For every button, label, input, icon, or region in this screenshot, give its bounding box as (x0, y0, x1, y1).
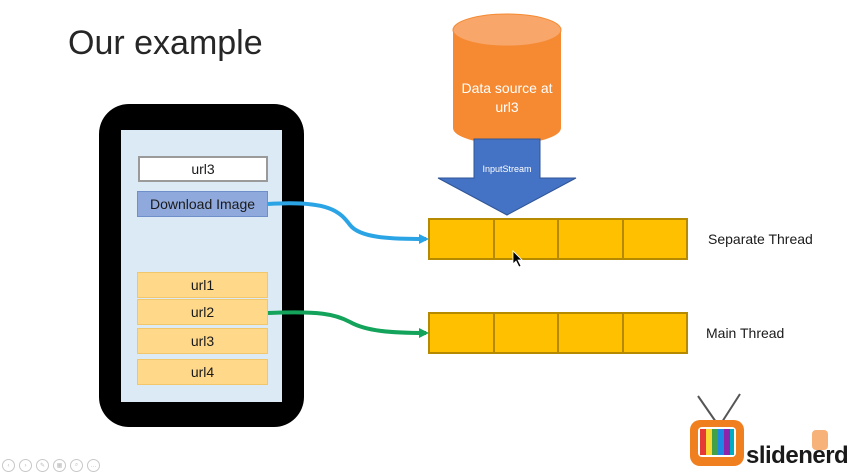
input-stream-arrow: InputStream (437, 138, 577, 216)
main-thread-queue (428, 312, 688, 354)
input-stream-label: InputStream (482, 164, 531, 174)
main-thread-label: Main Thread (706, 325, 785, 341)
url2-to-main-thread-arrow (267, 310, 429, 338)
presentation-toolbar: ‹ › ✎ ▦ ⌕ … (2, 459, 100, 472)
url-list-item-2[interactable]: url2 (137, 299, 268, 325)
url-list-item-1[interactable]: url1 (137, 272, 268, 298)
slidenerd-logo: slidenerd (688, 392, 850, 470)
separate-thread-label: Separate Thread (708, 231, 813, 247)
slide-title: Our example (68, 24, 263, 62)
zoom-icon[interactable]: ⌕ (70, 459, 83, 472)
url-list-item-4[interactable]: url4 (137, 359, 268, 385)
logo-text: slidenerd (746, 442, 849, 469)
data-source-cylinder: Data source at url3 (452, 13, 562, 144)
tv-logo-icon (690, 393, 828, 466)
more-icon[interactable]: … (87, 459, 100, 472)
pen-icon[interactable]: ✎ (36, 459, 49, 472)
separate-thread-queue (428, 218, 688, 260)
url-list-item-3[interactable]: url3 (137, 328, 268, 354)
download-to-separate-thread-arrow (267, 201, 429, 244)
data-source-label-line1: Data source at (461, 80, 552, 96)
cylinder-body (453, 30, 561, 144)
mouse-cursor-icon (512, 250, 523, 268)
cylinder-top (452, 13, 562, 47)
next-icon[interactable]: › (19, 459, 32, 472)
slides-icon[interactable]: ▦ (53, 459, 66, 472)
prev-icon[interactable]: ‹ (2, 459, 15, 472)
url-input[interactable]: url3 (138, 156, 268, 182)
download-image-button[interactable]: Download Image (137, 191, 268, 217)
data-source-label-line2: url3 (495, 99, 519, 115)
